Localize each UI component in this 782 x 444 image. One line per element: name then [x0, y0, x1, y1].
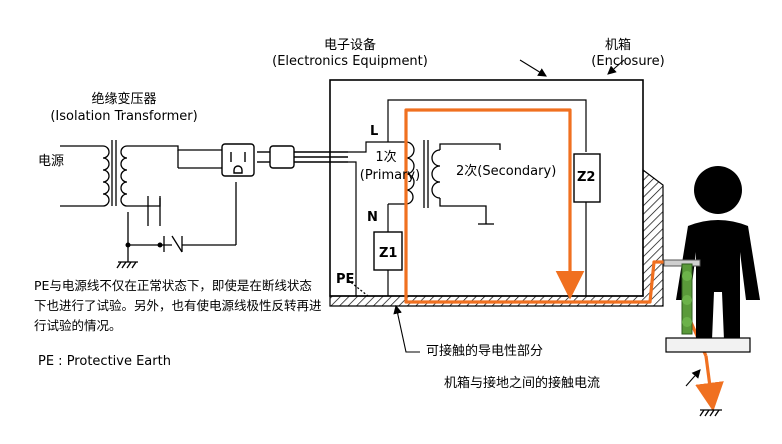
conductive-part-label: 可接触的导电性部分 — [426, 344, 544, 359]
person-icon — [676, 166, 760, 340]
plug-icon — [257, 145, 348, 169]
primary-label-en: (Primary) — [359, 168, 421, 183]
probe-icon — [663, 259, 701, 335]
internal-wiring — [347, 99, 601, 297]
insulating-platform — [665, 337, 751, 353]
junction-dot — [125, 242, 131, 248]
outlet-icon — [221, 143, 255, 177]
equipment-label-cn: 电子设备 — [323, 38, 377, 53]
test-conditions-note: PE与电源线不仅在正常状态下，即使是在断线状态下也进行了试验。另外，也有使电源线… — [34, 278, 322, 333]
pointer-arrows — [393, 59, 701, 387]
leakage-current-label: 机箱与接地之间的接触电流 — [444, 376, 601, 391]
equipment-label-en: (Electronics Equipment) — [272, 54, 428, 69]
ground-icon — [699, 409, 722, 417]
terminal-l-label: L — [370, 124, 379, 139]
ground-icon — [116, 261, 138, 269]
primary-label-cn: 1次 — [375, 150, 397, 165]
transformer-label-cn: 绝缘变压器 — [91, 92, 157, 107]
z1-label: Z1 — [379, 246, 398, 261]
junction-dot — [157, 242, 163, 248]
terminal-n-label: N — [367, 210, 378, 225]
pe-definition: PE : Protective Earth — [38, 354, 171, 369]
enclosure-label-cn: 机箱 — [604, 38, 632, 53]
isolation-transformer-icon — [60, 140, 222, 207]
enclosure-label-en: (Enclosure) — [591, 54, 665, 69]
power-source-label: 电源 — [38, 154, 65, 169]
enclosure-box — [329, 79, 664, 307]
switch-icon — [127, 150, 237, 262]
z2-label: Z2 — [577, 170, 596, 185]
transformer-label-en: (Isolation Transformer) — [50, 109, 198, 124]
pe-tag-label: PE — [336, 272, 355, 287]
secondary-label: 2次(Secondary) — [456, 164, 557, 179]
